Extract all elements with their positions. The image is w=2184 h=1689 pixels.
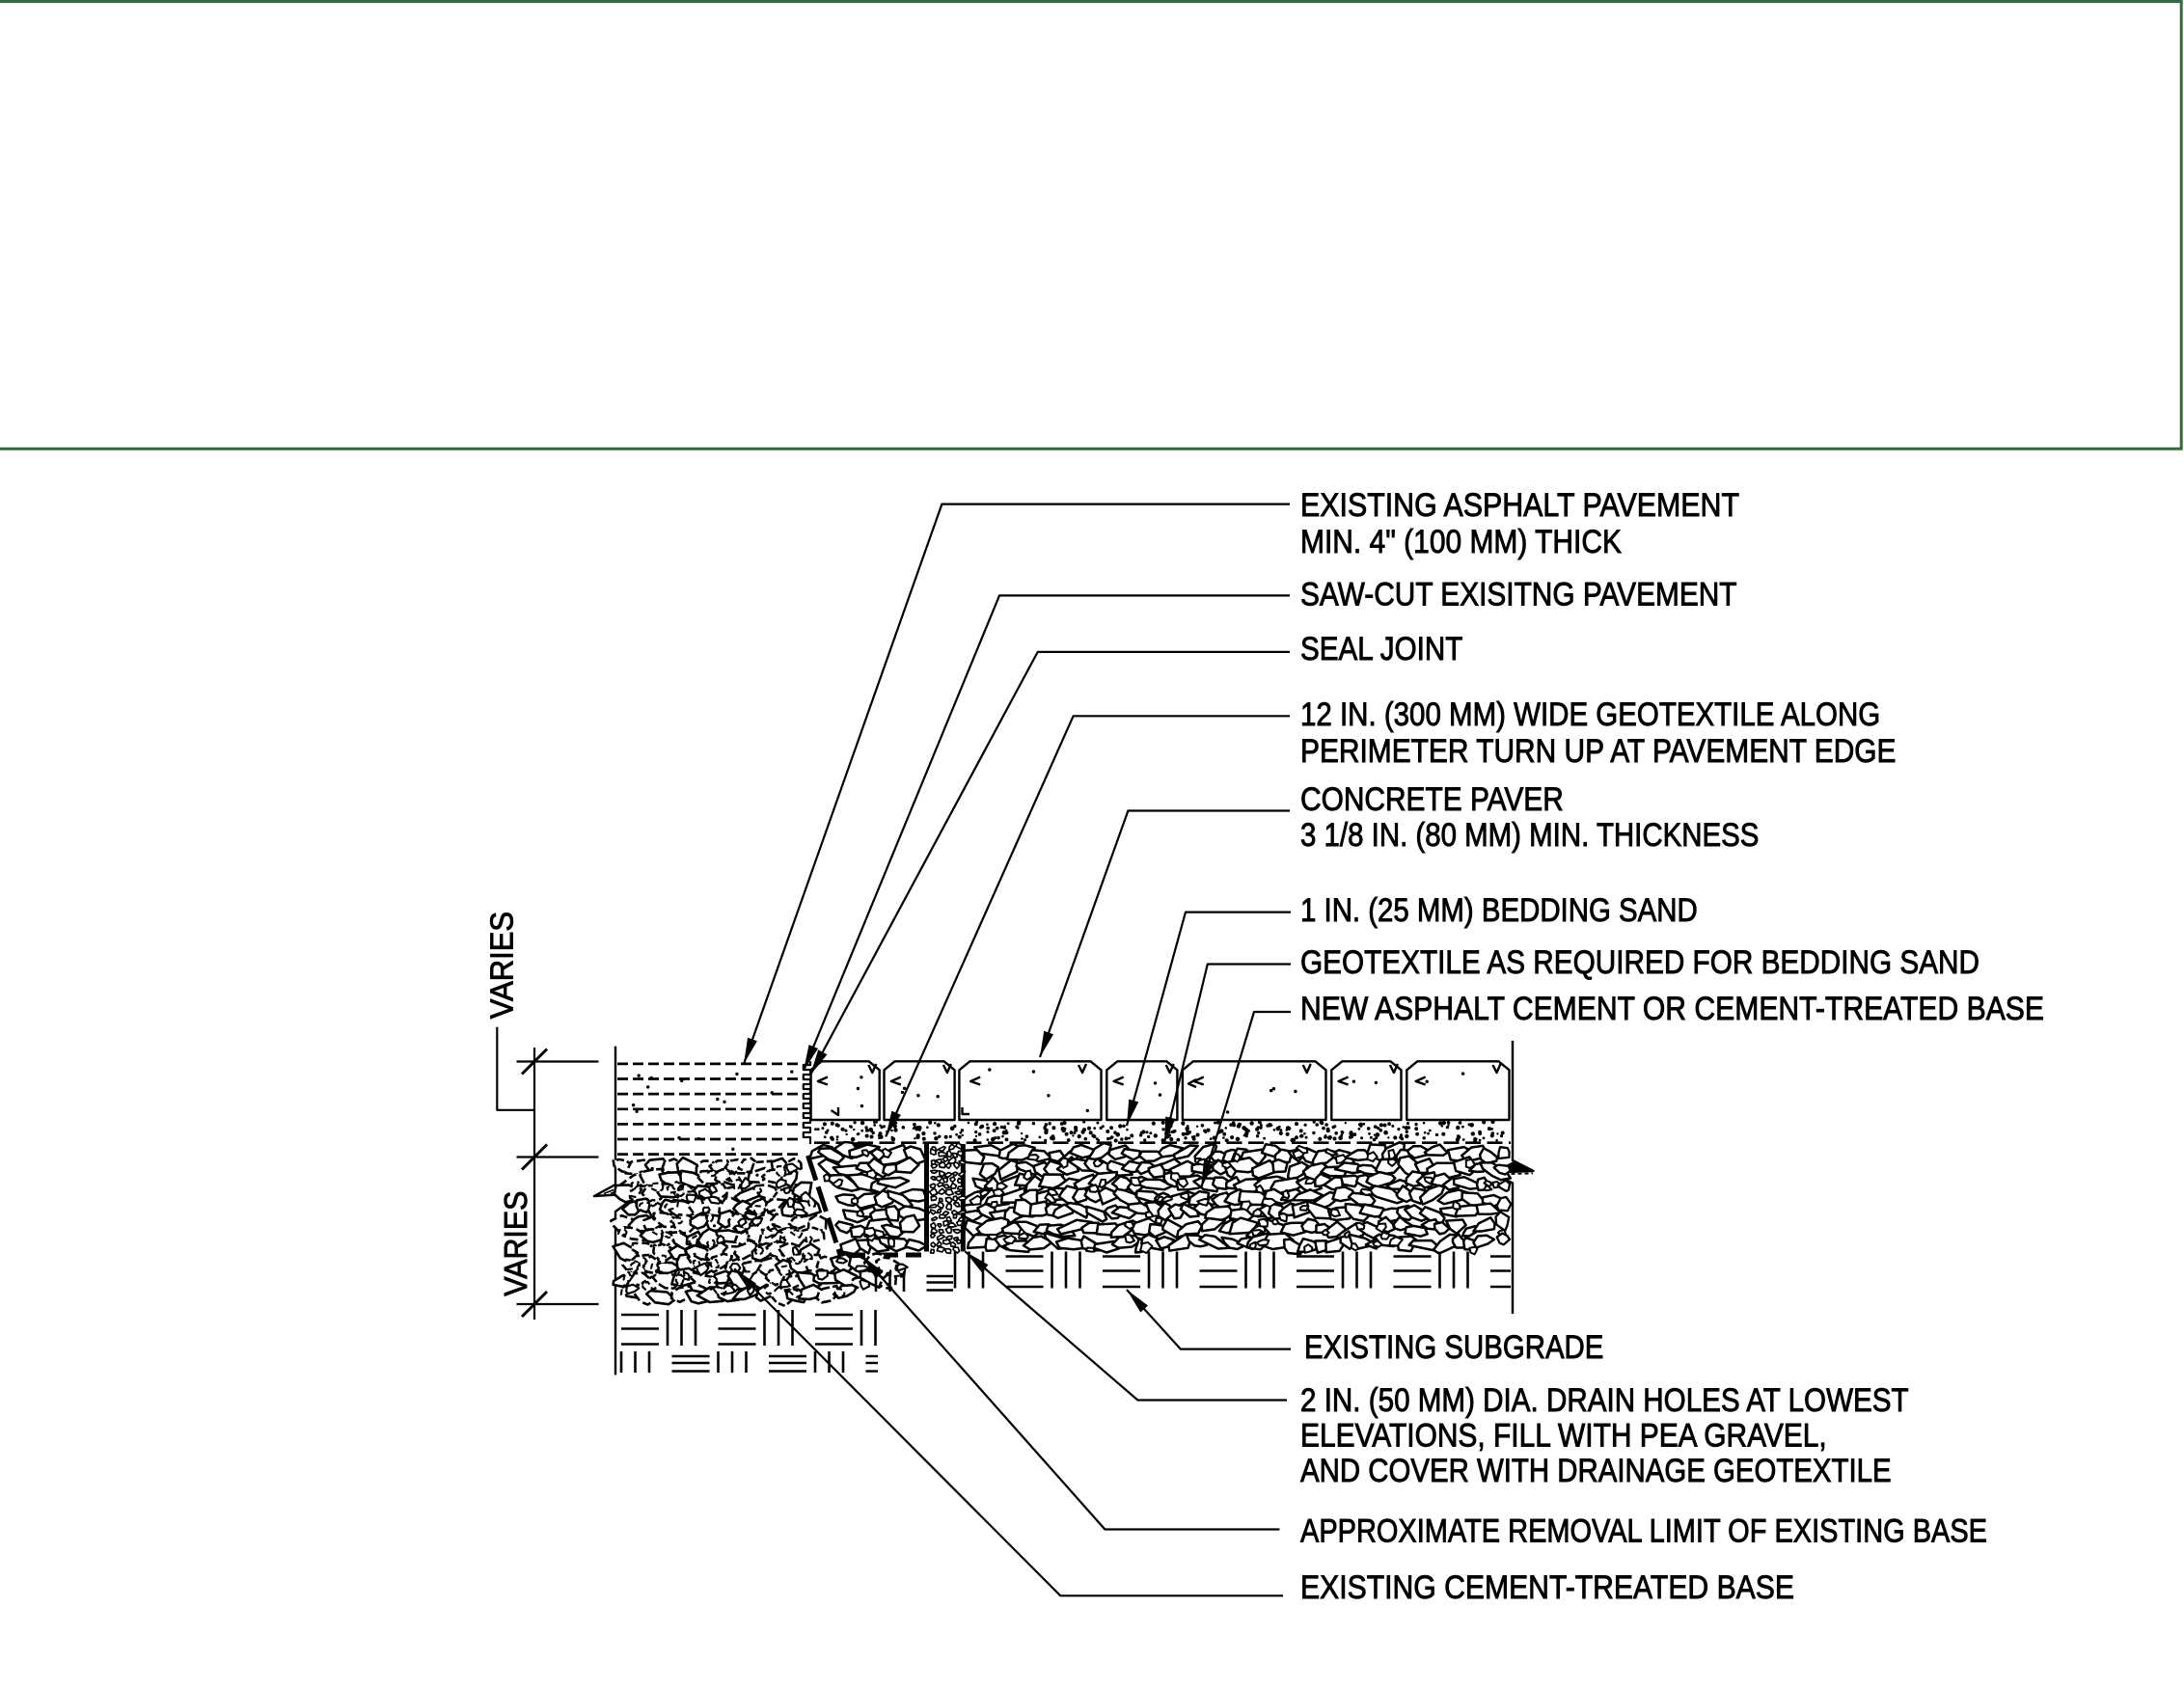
svg-text:12 IN. (300 MM) WIDE GEOTEXTIL: 12 IN. (300 MM) WIDE GEOTEXTILE ALONG — [1300, 696, 1880, 733]
svg-text:ELEVATIONS, FILL WITH PEA GRAV: ELEVATIONS, FILL WITH PEA GRAVEL, — [1300, 1418, 1827, 1455]
svg-text:MIN. 4" (100 MM) THICK: MIN. 4" (100 MM) THICK — [1300, 524, 1622, 560]
svg-text:GEOTEXTILE AS REQUIRED FOR BED: GEOTEXTILE AS REQUIRED FOR BEDDING SAND — [1300, 944, 1979, 981]
svg-text:EXISTING ASPHALT PAVEMENT: EXISTING ASPHALT PAVEMENT — [1300, 487, 1739, 524]
svg-text:SAW-CUT EXISITNG PAVEMENT: SAW-CUT EXISITNG PAVEMENT — [1300, 576, 1737, 613]
svg-text:VARIES: VARIES — [483, 912, 519, 1019]
svg-text:PERIMETER TURN UP AT PAVEMENT: PERIMETER TURN UP AT PAVEMENT EDGE — [1300, 733, 1897, 770]
svg-text:3 1/8 IN. (80 MM) MIN. THICKNE: 3 1/8 IN. (80 MM) MIN. THICKNESS — [1300, 817, 1759, 854]
svg-text:SEAL JOINT: SEAL JOINT — [1300, 631, 1462, 667]
svg-text:CONCRETE PAVER: CONCRETE PAVER — [1300, 781, 1564, 818]
svg-text:2 IN. (50 MM) DIA. DRAIN HOLES: 2 IN. (50 MM) DIA. DRAIN HOLES AT LOWEST — [1300, 1382, 1909, 1419]
svg-text:1 IN. (25 MM) BEDDING SAND: 1 IN. (25 MM) BEDDING SAND — [1300, 892, 1698, 929]
svg-text:AND COVER WITH DRAINAGE GEOTEX: AND COVER WITH DRAINAGE GEOTEXTILE — [1300, 1453, 1892, 1489]
svg-text:EXISTING SUBGRADE: EXISTING SUBGRADE — [1304, 1329, 1603, 1366]
svg-text:VARIES: VARIES — [498, 1191, 533, 1296]
svg-text:APPROXIMATE REMOVAL LIMIT OF E: APPROXIMATE REMOVAL LIMIT OF EXISTING BA… — [1300, 1512, 1987, 1549]
svg-text:EXISTING CEMENT-TREATED BASE: EXISTING CEMENT-TREATED BASE — [1300, 1569, 1794, 1606]
svg-text:NEW ASPHALT CEMENT OR CEMENT-T: NEW ASPHALT CEMENT OR CEMENT-TREATED BAS… — [1300, 991, 2044, 1027]
